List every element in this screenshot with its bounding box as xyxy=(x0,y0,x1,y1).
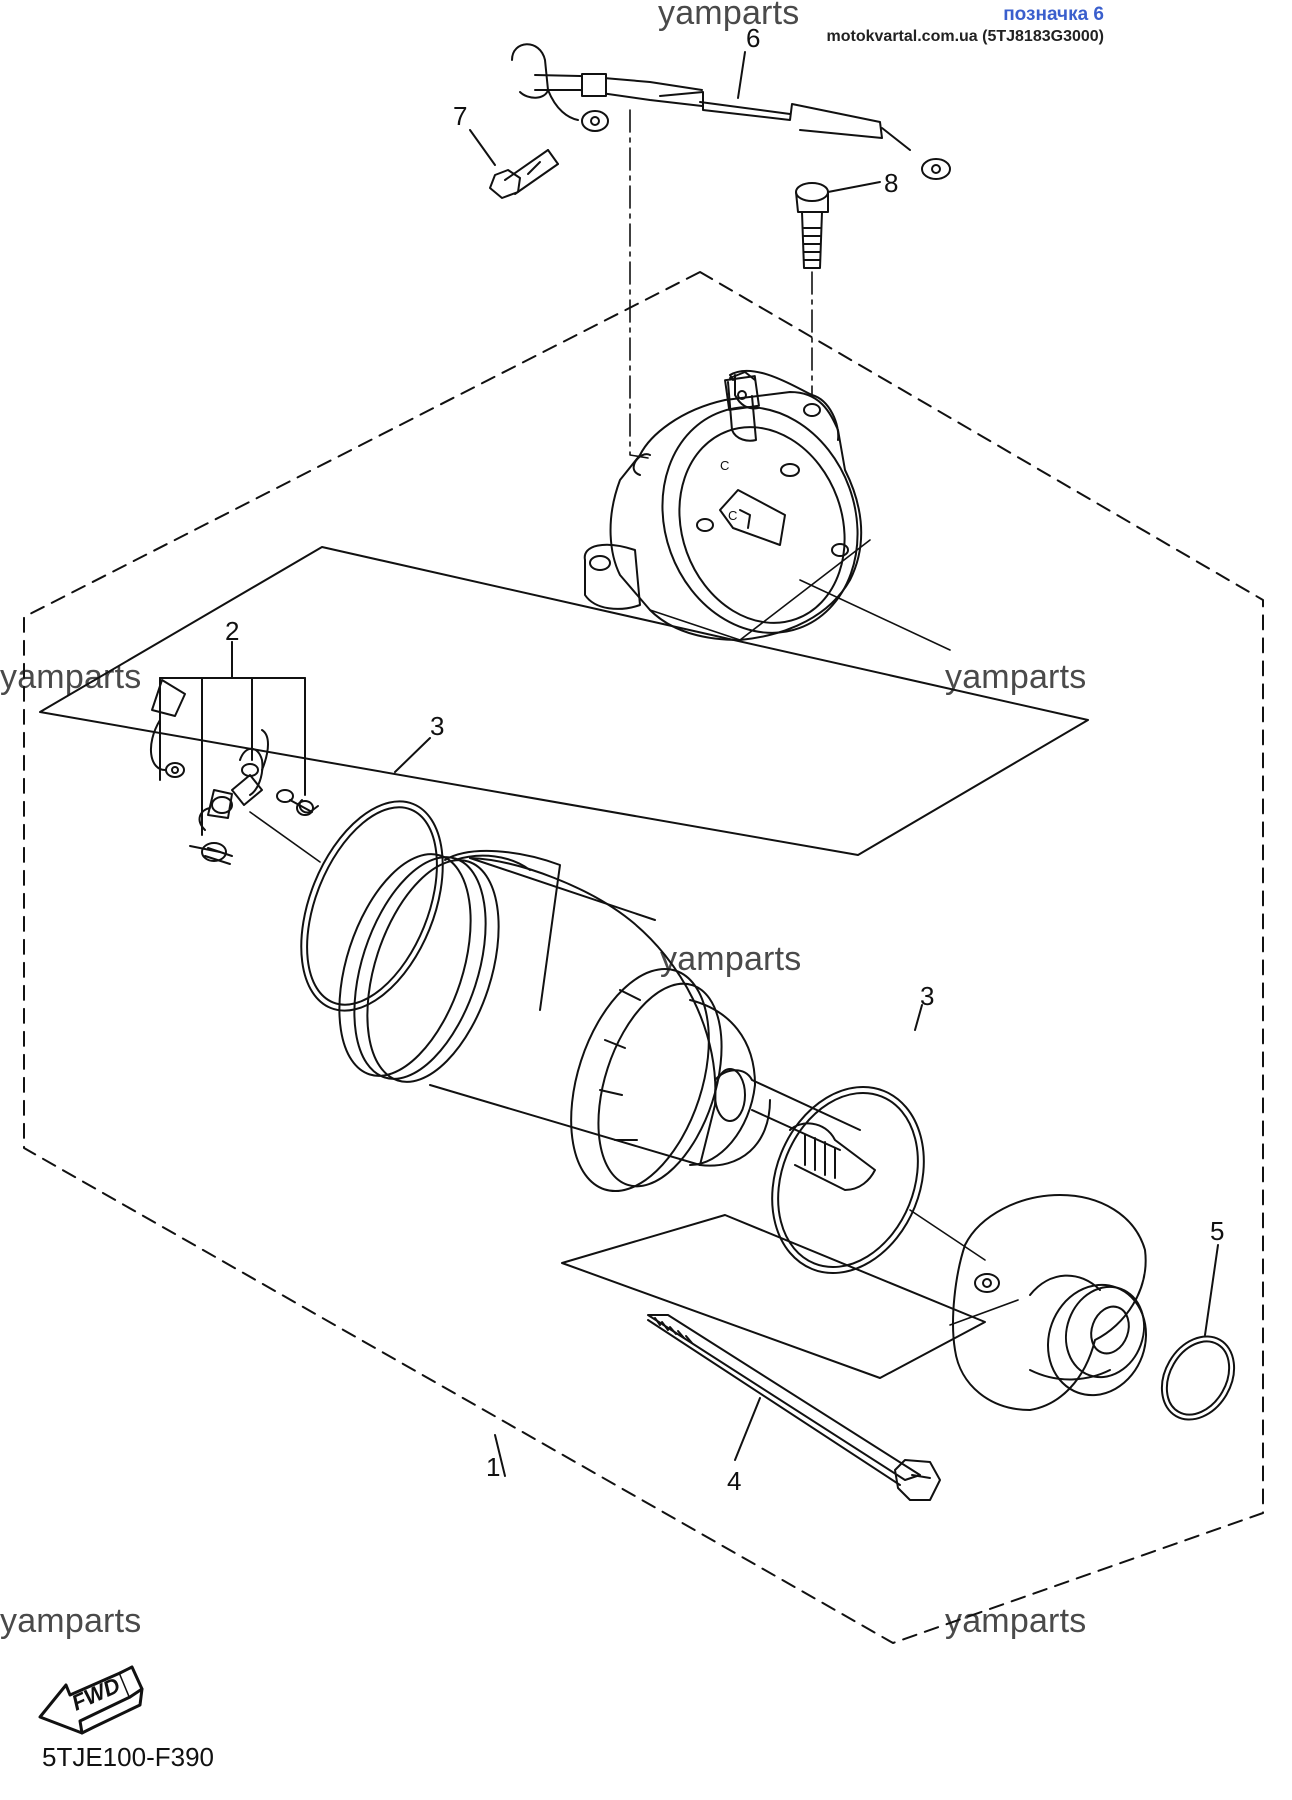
svg-text:C: C xyxy=(720,458,729,473)
rear-cover xyxy=(952,1194,1148,1411)
part-number-4: 4 xyxy=(727,1466,741,1496)
o-ring-lower xyxy=(771,1004,925,1275)
part-number-8: 8 xyxy=(884,168,898,198)
header-title: позначка 6 xyxy=(1003,4,1104,25)
assembly-boundary xyxy=(23,271,1264,1644)
brush-kit xyxy=(149,641,321,865)
watermark: yamparts xyxy=(0,1602,142,1640)
o-ring-upper xyxy=(300,737,444,1012)
front-cover: C C xyxy=(583,369,951,651)
watermark: yamparts xyxy=(658,0,800,32)
through-bolt xyxy=(647,1314,941,1501)
header-site: motokvartal.com.ua (5TJ8183G3000) xyxy=(826,28,1104,45)
lead-wire xyxy=(511,43,951,180)
watermark: yamparts xyxy=(945,1602,1087,1640)
part-number-7: 7 xyxy=(453,101,467,131)
fwd-arrow-icon: FWD xyxy=(38,1665,144,1735)
part-number-3-lower: 3 xyxy=(920,981,934,1011)
bolt-box xyxy=(561,1214,986,1379)
watermark: yamparts xyxy=(945,658,1087,696)
diagram-code: 5TJE100-F390 xyxy=(42,1742,214,1772)
part-number-1: 1 xyxy=(486,1452,500,1482)
part-number-2: 2 xyxy=(225,616,239,646)
part-number-3-upper: 3 xyxy=(430,711,444,741)
brush-kit-box xyxy=(39,546,1089,856)
bolt-8 xyxy=(795,181,881,269)
part-labels: 1 2 3 3 4 5 6 7 8 xyxy=(225,23,1224,1496)
bolt-7 xyxy=(469,129,559,199)
part-number-6: 6 xyxy=(746,23,760,53)
o-ring-5 xyxy=(1160,1244,1236,1421)
yoke xyxy=(338,849,876,1193)
svg-text:C: C xyxy=(728,508,737,523)
part-number-5: 5 xyxy=(1210,1216,1224,1246)
watermark: yamparts xyxy=(660,940,802,978)
